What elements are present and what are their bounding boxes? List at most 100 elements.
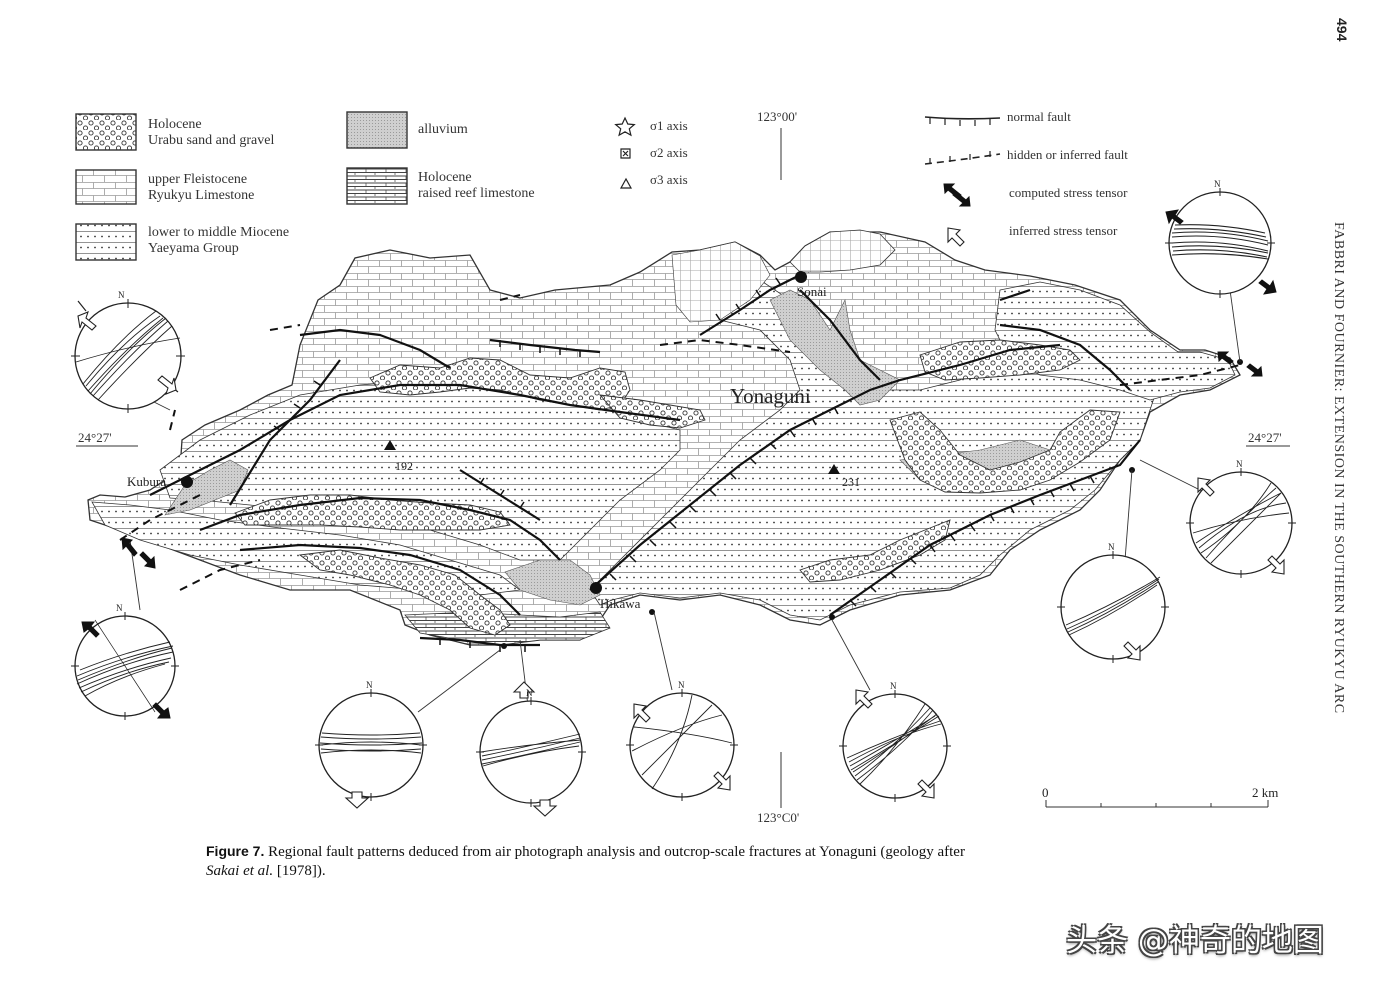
unit-sand-east2 <box>889 409 1121 494</box>
leader-lines <box>129 289 1241 713</box>
scale-end: 2 km <box>1252 785 1279 800</box>
triangle-icon <box>619 177 633 189</box>
stereonet-9-north: N <box>1214 179 1221 189</box>
unit-sand-south <box>298 549 511 636</box>
caption-citation-year: [1978]). <box>276 863 326 879</box>
fault-ne-interior <box>999 323 1131 391</box>
stereonet-6-north: N <box>890 681 897 691</box>
legend-fault-symbols <box>924 116 1001 165</box>
peak-192-label: 192 <box>395 459 413 473</box>
watermark: 头条 @神奇的地图 <box>1066 923 1324 959</box>
legend-sigma3: σ3 axis <box>650 172 688 187</box>
legend-reef-line2: raised reef limestone <box>418 186 535 201</box>
caption-label: Figure 7. <box>206 843 265 859</box>
swatch-alluvium <box>346 111 408 149</box>
stereonet-2-north: N <box>116 603 123 613</box>
figure-caption: Figure 7. Regional fault patterns deduce… <box>206 842 1146 881</box>
stereonet-8-north: N <box>1236 459 1243 469</box>
sonai-point <box>795 271 807 283</box>
place-kubura: Kubura <box>127 474 166 489</box>
legend-miocene-line2: Yaeyama Group <box>148 241 239 256</box>
stereonet-3 <box>315 689 427 801</box>
site-s1 <box>501 643 507 649</box>
swatch-sand <box>75 113 137 151</box>
stereonet-5 <box>626 689 738 801</box>
fault-ticks <box>273 277 1095 652</box>
lon-label-top: 123°00' <box>757 109 798 124</box>
legend-sand-label: Holocene Urabu sand and gravel <box>148 117 274 149</box>
legend-sand-line2: Urabu sand and gravel <box>148 133 275 148</box>
legend-reef-label: Holocene raised reef limestone <box>418 170 535 202</box>
peak-192-triangle <box>384 440 396 450</box>
fault-northeast <box>699 274 801 336</box>
lon-label-bottom: 123°C0' <box>757 810 800 825</box>
legend-sigma1: σ1 axis <box>650 118 688 133</box>
stereonet-7 <box>1057 551 1169 663</box>
fault-west-long <box>149 383 681 496</box>
legend-computed-stress: computed stress tensor <box>1009 185 1128 200</box>
legend-sigma2: σ2 axis <box>650 145 688 160</box>
stereonet-4-north: N <box>526 688 533 698</box>
stereonet-9 <box>1165 188 1275 298</box>
kubura-point <box>181 476 193 488</box>
unit-sand-east1 <box>919 339 1081 381</box>
site-s2 <box>649 609 655 615</box>
fault-north-short <box>489 338 601 354</box>
legend-limestone-line2: Ryukyu Limestone <box>148 188 255 203</box>
swatch-reef <box>346 167 408 205</box>
fault-west-2 <box>199 496 561 561</box>
caption-citation-author: Sakai et al. <box>206 863 274 879</box>
unit-alluvium-sonai <box>769 289 901 406</box>
peak-231-triangle <box>828 464 840 474</box>
page-number: 494 <box>1334 18 1350 42</box>
stereonet-6 <box>839 690 951 802</box>
legend-miocene-line1: lower to middle Miocene <box>148 225 290 240</box>
fault-west-steep <box>229 359 341 506</box>
stereonet-2 <box>71 612 179 720</box>
stress-arrows <box>77 227 1285 817</box>
legend-alluvium-label: alluvium <box>418 122 468 137</box>
legend-sigma-symbols <box>614 116 636 189</box>
place-sonai: Sonai <box>797 284 827 299</box>
caption-text: Regional fault patterns deduced from air… <box>268 844 965 860</box>
stereonet-1 <box>71 299 185 413</box>
stereonets <box>71 188 1296 807</box>
stereonet-3-north: N <box>366 680 373 690</box>
fault-southeast <box>829 439 1141 616</box>
peak-231-label: 231 <box>842 475 860 489</box>
unit-reef <box>404 611 611 646</box>
unit-sonai-headland <box>789 229 896 273</box>
site-se <box>829 614 835 620</box>
legend-sand-line1: Holocene <box>148 117 202 132</box>
legend-limestone-line1: upper Fleistocene <box>148 172 248 187</box>
lat-label-right: 24°27' <box>1248 430 1282 445</box>
running-head: FABBRI AND FOURNIER: EXTENSION IN THE SO… <box>1331 222 1346 714</box>
legend-limestone-label: upper Fleistocene Ryukyu Limestone <box>148 172 254 204</box>
hidden-faults <box>119 294 1241 591</box>
legend-inferred-stress: inferred stress tensor <box>1009 223 1118 238</box>
fault-west-3 <box>239 543 521 616</box>
hikawa-point <box>590 582 602 594</box>
stereonet-1-north: N <box>118 290 125 300</box>
unit-sand-north <box>369 357 631 411</box>
scale-bar <box>1045 800 1269 808</box>
scale-start: 0 <box>1042 785 1049 800</box>
legend-miocene-label: lower to middle Miocene Yaeyama Group <box>148 225 289 257</box>
legend-normal-fault: normal fault <box>1007 109 1071 124</box>
stereonet-4 <box>476 697 586 807</box>
place-hikawa: Hikawa <box>600 596 641 611</box>
unit-limestone-grid <box>671 241 771 323</box>
computed-stress-arrows <box>81 183 1277 719</box>
stereonet-5-north: N <box>678 680 685 690</box>
fault-central-ne <box>799 289 881 381</box>
square-star-icon <box>620 148 631 159</box>
swatch-limestone <box>75 169 137 205</box>
legend-hidden-fault: hidden or inferred fault <box>1007 147 1128 162</box>
unit-alluvium-hikawa <box>504 559 601 606</box>
normal-faults <box>149 274 1141 647</box>
fault-ne-2 <box>999 288 1031 302</box>
swatch-miocene <box>75 223 137 261</box>
stereonet-7-north: N <box>1108 542 1115 552</box>
unit-sand-se <box>799 519 951 583</box>
